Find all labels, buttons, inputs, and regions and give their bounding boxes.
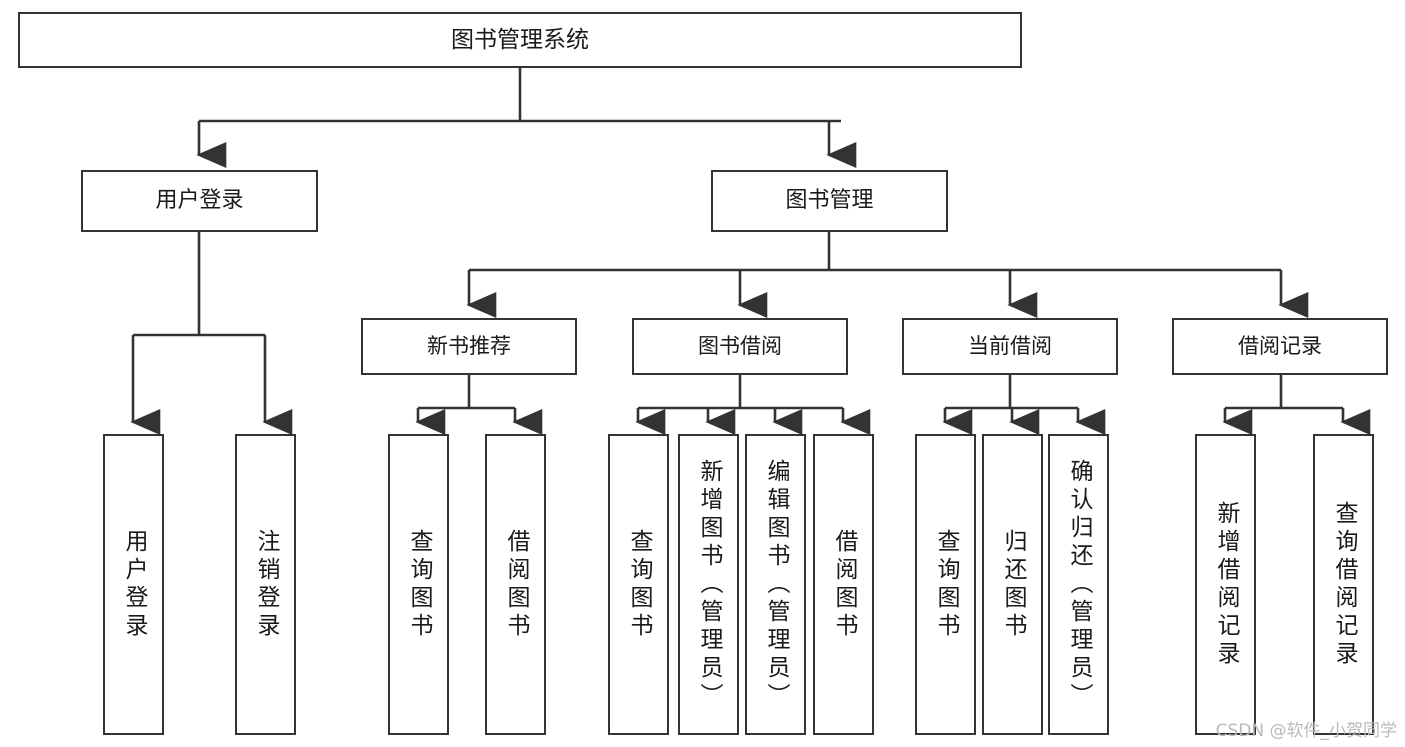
watermark-text: CSDN @软件_小贺同学 — [1215, 721, 1397, 741]
leaf-current-confirm-return-admin[interactable]: 确认归还（管理员） — [1048, 434, 1109, 735]
node-label: 当前借阅 — [968, 334, 1052, 359]
leaf-record-add-record[interactable]: 新增借阅记录 — [1195, 434, 1256, 735]
node-label: 注销登录 — [253, 528, 279, 641]
leaf-borrow-borrow-book[interactable]: 借阅图书 — [813, 434, 874, 735]
node-borrow-record[interactable]: 借阅记录 — [1172, 318, 1388, 375]
node-label: 新书推荐 — [427, 334, 511, 359]
node-book-management[interactable]: 图书管理 — [711, 170, 948, 232]
node-label: 新增图书（管理员） — [696, 458, 722, 711]
node-user-login[interactable]: 用户登录 — [81, 170, 318, 232]
leaf-recommend-query-book[interactable]: 查询图书 — [388, 434, 449, 735]
node-label: 查询图书 — [933, 528, 959, 641]
leaf-recommend-borrow-book[interactable]: 借阅图书 — [485, 434, 546, 735]
node-label: 图书管理 — [785, 188, 874, 214]
node-label: 确认归还（管理员） — [1066, 458, 1092, 711]
node-label: 查询图书 — [626, 528, 652, 641]
node-root-system[interactable]: 图书管理系统 — [18, 12, 1022, 68]
node-label: 图书借阅 — [698, 334, 782, 359]
leaf-borrow-add-book-admin[interactable]: 新增图书（管理员） — [678, 434, 739, 735]
node-label: 查询借阅记录 — [1331, 500, 1357, 669]
node-label: 借阅图书 — [831, 528, 857, 641]
node-label: 图书管理系统 — [451, 26, 589, 53]
node-label: 归还图书 — [1000, 528, 1026, 641]
leaf-borrow-edit-book-admin[interactable]: 编辑图书（管理员） — [745, 434, 806, 735]
node-new-book-recommend[interactable]: 新书推荐 — [361, 318, 577, 375]
node-label: 查询图书 — [406, 528, 432, 641]
node-label: 借阅图书 — [503, 528, 529, 641]
leaf-record-query-record[interactable]: 查询借阅记录 — [1313, 434, 1374, 735]
node-book-borrow[interactable]: 图书借阅 — [632, 318, 848, 375]
leaf-current-query-book[interactable]: 查询图书 — [915, 434, 976, 735]
leaf-current-return-book[interactable]: 归还图书 — [982, 434, 1043, 735]
node-current-borrow[interactable]: 当前借阅 — [902, 318, 1118, 375]
leaf-borrow-query-book[interactable]: 查询图书 — [608, 434, 669, 735]
node-label: 借阅记录 — [1238, 334, 1322, 359]
node-label: 新增借阅记录 — [1213, 500, 1239, 669]
node-label: 用户登录 — [121, 528, 147, 641]
node-label: 用户登录 — [155, 188, 244, 214]
leaf-user-logout[interactable]: 注销登录 — [235, 434, 296, 735]
node-label: 编辑图书（管理员） — [763, 458, 789, 711]
leaf-user-login[interactable]: 用户登录 — [103, 434, 164, 735]
